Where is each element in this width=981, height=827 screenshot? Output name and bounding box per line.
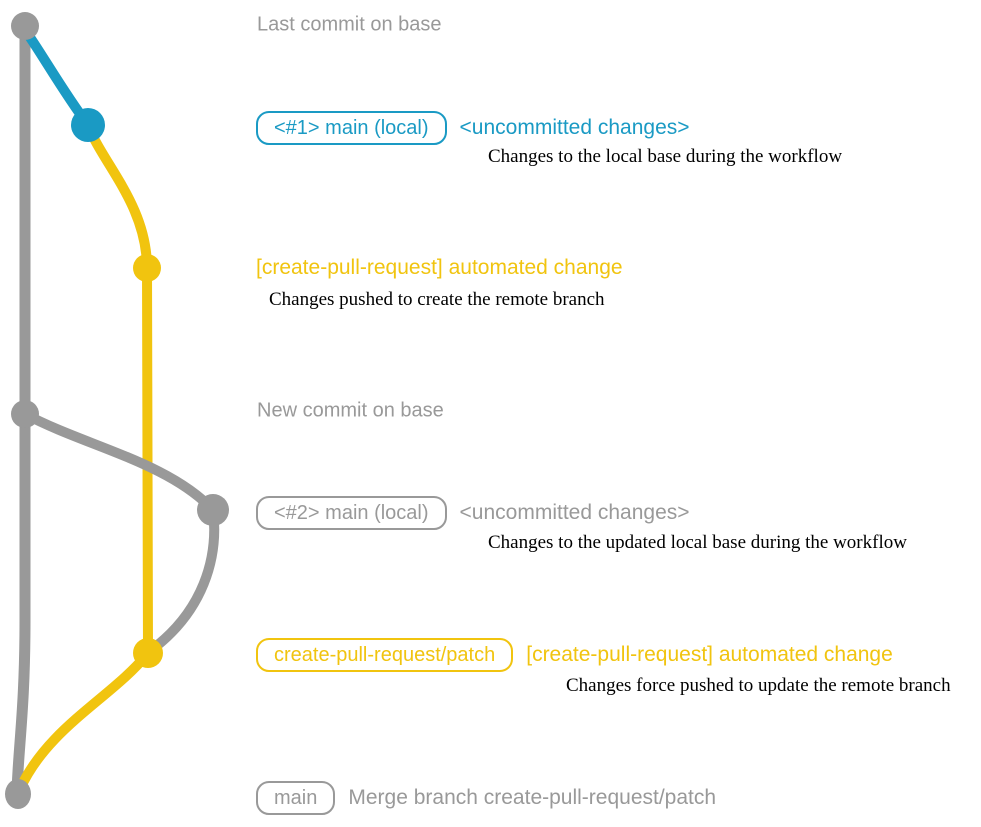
branch-badge-patch: create-pull-request/patch xyxy=(256,638,514,672)
annotation-new-commit-on-base: New commit on base xyxy=(257,400,444,423)
commit-message-label: Merge branch create-pull-request/patch xyxy=(348,786,717,809)
branch-badge-label: <#1> main (local) xyxy=(274,116,429,139)
commit-dot-last-commit-on-base xyxy=(11,12,39,40)
annotation-last-commit-on-base: Last commit on base xyxy=(257,14,442,37)
annotation-automated-change-1: [create-pull-request] automated change xyxy=(256,256,623,280)
caption-main-local-2: Changes to the updated local base during… xyxy=(488,532,907,553)
commit-message-label: [create-pull-request] automated change xyxy=(526,643,893,666)
uncommitted-changes-label: <uncommitted changes> xyxy=(459,116,690,139)
branch-badge-label: main xyxy=(274,786,318,809)
commit-dot-local-main-2 xyxy=(197,494,229,526)
commit-message-label: Last commit on base xyxy=(257,13,442,36)
branch-badge-main-local-1: <#1> main (local) xyxy=(256,111,447,145)
annotation-patch-branch: create-pull-request/patch [create-pull-r… xyxy=(256,638,893,672)
commit-dot-merge xyxy=(5,779,31,809)
rebase-line-upper xyxy=(20,409,218,515)
base-branch-line xyxy=(11,20,31,799)
local-main-branch-line xyxy=(20,25,93,130)
rebase-line-lower xyxy=(145,505,220,656)
commit-dot-patch-2 xyxy=(133,638,163,668)
branch-badge-label: <#2> main (local) xyxy=(274,501,429,524)
commit-dot-patch-1 xyxy=(133,254,161,282)
caption-automated-change-1: Changes pushed to create the remote bran… xyxy=(269,289,605,310)
commit-message-label: [create-pull-request] automated change xyxy=(256,256,623,279)
commit-dot-local-main-1 xyxy=(71,108,105,142)
branch-badge-label: create-pull-request/patch xyxy=(274,643,496,666)
annotation-main-local-1: <#1> main (local) <uncommitted changes> xyxy=(256,111,690,145)
branch-badge-main-local-2: <#2> main (local) xyxy=(256,496,447,530)
branch-badge-main: main xyxy=(256,781,336,815)
commit-dot-new-commit-on-base xyxy=(11,400,39,428)
annotation-main-local-2: <#2> main (local) <uncommitted changes> xyxy=(256,496,690,530)
uncommitted-changes-label: <uncommitted changes> xyxy=(459,501,690,524)
caption-main-local-1: Changes to the local base during the wor… xyxy=(488,146,843,167)
caption-patch-branch: Changes force pushed to update the remot… xyxy=(566,675,951,696)
commit-message-label: New commit on base xyxy=(257,399,444,422)
annotation-merge-commit: main Merge branch create-pull-request/pa… xyxy=(256,781,716,815)
